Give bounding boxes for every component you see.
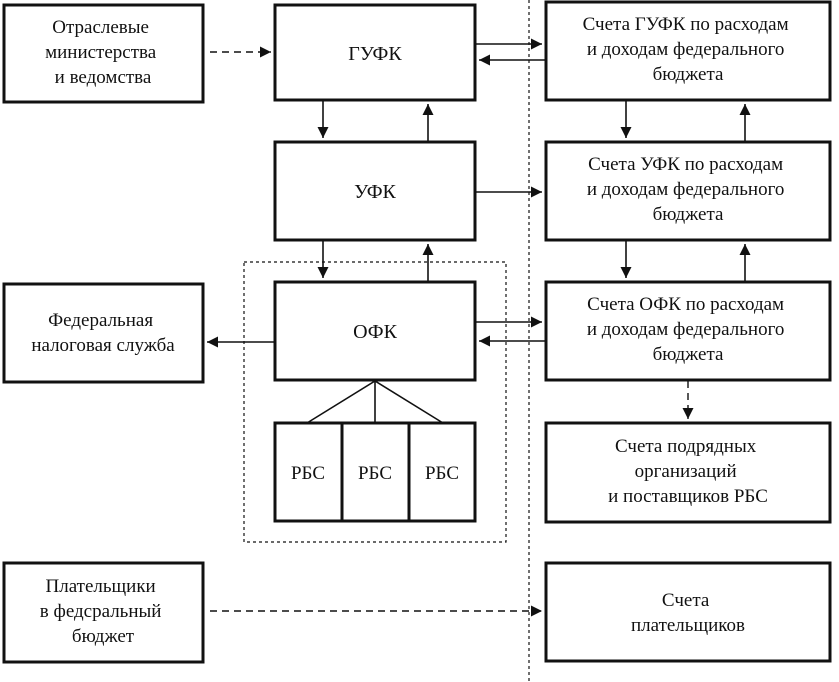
tax-service-box: Федеральная налоговая служба (2, 282, 205, 384)
rbs-label-3: РБС (425, 463, 459, 484)
ministries-label: Отраслевые министерства и ведомства (45, 17, 161, 88)
gufk-accounts-box: Счета ГУФК по расходам и доходам федерал… (544, 0, 832, 102)
ofk-accounts-box: Счета ОФК по расходам и доходам федераль… (544, 280, 832, 382)
rbs-label-2: РБС (358, 463, 392, 484)
ofk-box: ОФК (273, 280, 477, 382)
ufk-accounts-label: Счета УФК по расходам и доходам федераль… (587, 154, 789, 225)
gufk-accounts-label: Счета ГУФК по расходам и доходам федерал… (583, 14, 794, 85)
payer-accounts-label: Счета плательщиков (631, 590, 745, 636)
payers-label: Плательщики в федсральный бюджет (40, 576, 166, 647)
gufk-label: ГУФК (348, 43, 402, 65)
rbs-label-1: РБС (291, 463, 325, 484)
ofk-region-boundary (243, 261, 507, 543)
ofk-label: ОФК (353, 321, 397, 343)
rbs-box-3: РБС (407, 421, 477, 523)
ministries-box: Отраслевые министерства и ведомства (2, 3, 205, 104)
ufk-accounts-box: Счета УФК по расходам и доходам федераль… (544, 140, 832, 242)
contractor-accounts-label: Счета подрядных организаций и поставщико… (608, 436, 768, 507)
rbs-box-2: РБС (340, 421, 411, 523)
gufk-box: ГУФК (273, 3, 477, 102)
payer-accounts-box: Счета плательщиков (544, 561, 832, 663)
payers-box: Плательщики в федсральный бюджет (2, 561, 205, 664)
tax-service-label: Федеральная налоговая служба (31, 310, 175, 356)
ofk-to-rbs-branch (306, 380, 444, 424)
rbs-box-1: РБС (273, 421, 344, 523)
ofk-accounts-label: Счета ОФК по расходам и доходам федераль… (587, 294, 789, 365)
ufk-label: УФК (354, 181, 396, 203)
ufk-box: УФК (273, 140, 477, 242)
contractor-accounts-box: Счета подрядных организаций и поставщико… (544, 421, 832, 524)
